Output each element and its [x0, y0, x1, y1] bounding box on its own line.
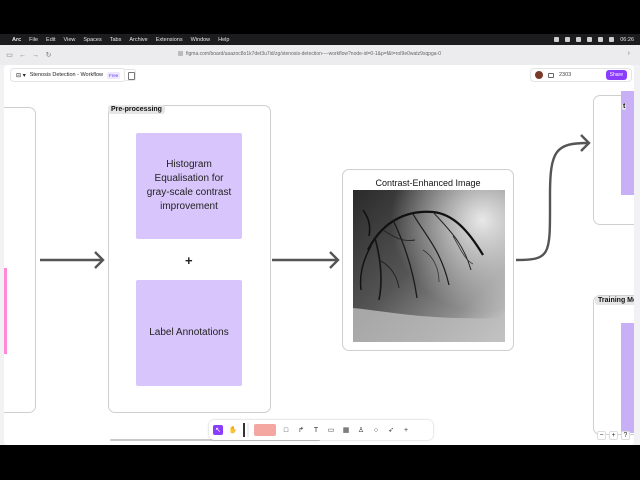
battery-icon[interactable] [598, 37, 603, 42]
connector-arrow[interactable] [516, 143, 588, 260]
angiogram-image[interactable] [353, 190, 505, 342]
status-icon[interactable] [554, 37, 559, 42]
reload-icon[interactable]: ↻ [45, 52, 52, 59]
search-icon[interactable] [609, 37, 614, 42]
plus-text: + [185, 253, 193, 268]
menu-tabs[interactable]: Tabs [110, 37, 122, 43]
collab-bar: 2303 Share [530, 68, 632, 82]
connector-tool-icon[interactable]: ↱ [296, 425, 306, 435]
site-info-icon [178, 51, 183, 56]
figjam-menu-icon[interactable]: ⊟ ▾ [16, 72, 26, 79]
menu-view[interactable]: View [64, 37, 76, 43]
menu-window[interactable]: Window [191, 37, 211, 43]
comment-tool-icon[interactable]: ○ [371, 425, 381, 435]
section-label[interactable]: Pre-processing [108, 105, 165, 114]
url-field[interactable]: figma.com/board/uaazoc8o1k7det3u7id/zg/s… [178, 51, 441, 57]
sticky-note[interactable]: Histogram Equalisation for gray-scale co… [136, 133, 242, 239]
file-title[interactable]: Stenosis Detection - Workflow [30, 72, 103, 78]
sticky-partial[interactable] [4, 268, 7, 354]
help-button[interactable]: ? [621, 431, 630, 440]
section-label[interactable]: t [622, 103, 626, 110]
sticky-tool-icon[interactable]: ▭ [326, 425, 336, 435]
menu-file[interactable]: File [29, 37, 38, 43]
macos-menubar: Arc File Edit View Spaces Tabs Archive E… [0, 34, 640, 45]
zoom-out-button[interactable]: − [597, 431, 606, 440]
sidebar-toggle-icon[interactable]: ▭ [6, 52, 13, 59]
figma-canvas[interactable]: Pre-processing Histogram Equalisation fo… [4, 65, 634, 445]
browser-window: ▭ ← → ↻ figma.com/board/uaazoc8o1k7det3u… [0, 45, 640, 445]
status-icon[interactable] [576, 37, 581, 42]
move-tool-icon[interactable]: ↖ [213, 425, 223, 435]
browser-toolbar: ▭ ← → ↻ figma.com/board/uaazoc8o1k7det3u… [0, 45, 640, 65]
menu-archive[interactable]: Archive [129, 37, 147, 43]
menu-spaces[interactable]: Spaces [83, 37, 101, 43]
clock[interactable]: 06:26 [620, 37, 634, 43]
file-title-pill[interactable]: ⊟ ▾ Stenosis Detection - Workflow Free [10, 68, 126, 82]
lasso-tool-icon[interactable]: ➶ [386, 425, 396, 435]
image-card[interactable]: Contrast-Enhanced Image [342, 169, 514, 351]
connectors [4, 65, 634, 445]
text-tool-icon[interactable]: T [311, 425, 321, 435]
forward-icon[interactable]: → [32, 52, 39, 59]
share-button[interactable]: Share [606, 70, 627, 80]
pen-tool-icon[interactable] [243, 423, 249, 437]
menu-arc[interactable]: Arc [12, 37, 21, 43]
menu-extensions[interactable]: Extensions [156, 37, 183, 43]
menu-help[interactable]: Help [218, 37, 229, 43]
menu-edit[interactable]: Edit [46, 37, 55, 43]
status-area: 06:26 [554, 37, 634, 43]
zoom-in-button[interactable]: + [609, 431, 618, 440]
wifi-icon[interactable] [587, 37, 592, 42]
section-label[interactable]: Training Mo [595, 296, 634, 305]
status-icon[interactable] [565, 37, 570, 42]
viewer-count[interactable]: 2303 [559, 72, 571, 78]
image-caption: Contrast-Enhanced Image [343, 178, 513, 188]
stamp-tool-icon[interactable]: ♙ [356, 425, 366, 435]
chevron-right-icon[interactable]: › [628, 50, 630, 57]
plan-badge[interactable]: Free [107, 72, 120, 79]
hand-tool-icon[interactable]: ✋ [228, 425, 238, 435]
back-icon[interactable]: ← [19, 52, 26, 59]
url-text: figma.com/board/uaazoc8o1k7det3u7id/zg/s… [186, 51, 441, 57]
marker-tool-icon[interactable] [254, 424, 276, 436]
bottom-toolbar: ↖ ✋ □ ↱ T ▭ ▦ ♙ ○ ➶ + [209, 420, 433, 440]
sticky-note[interactable]: Label Annotations [136, 280, 242, 386]
pages-icon[interactable] [124, 69, 136, 81]
zoom-controls: − + ? [597, 431, 630, 440]
shape-tool-icon[interactable]: □ [281, 425, 291, 435]
table-tool-icon[interactable]: ▦ [341, 425, 351, 435]
present-icon[interactable] [548, 73, 554, 78]
more-tools-icon[interactable]: + [401, 425, 411, 435]
avatar[interactable] [535, 71, 543, 79]
sticky-partial[interactable] [621, 323, 634, 433]
section-left[interactable] [4, 107, 36, 413]
